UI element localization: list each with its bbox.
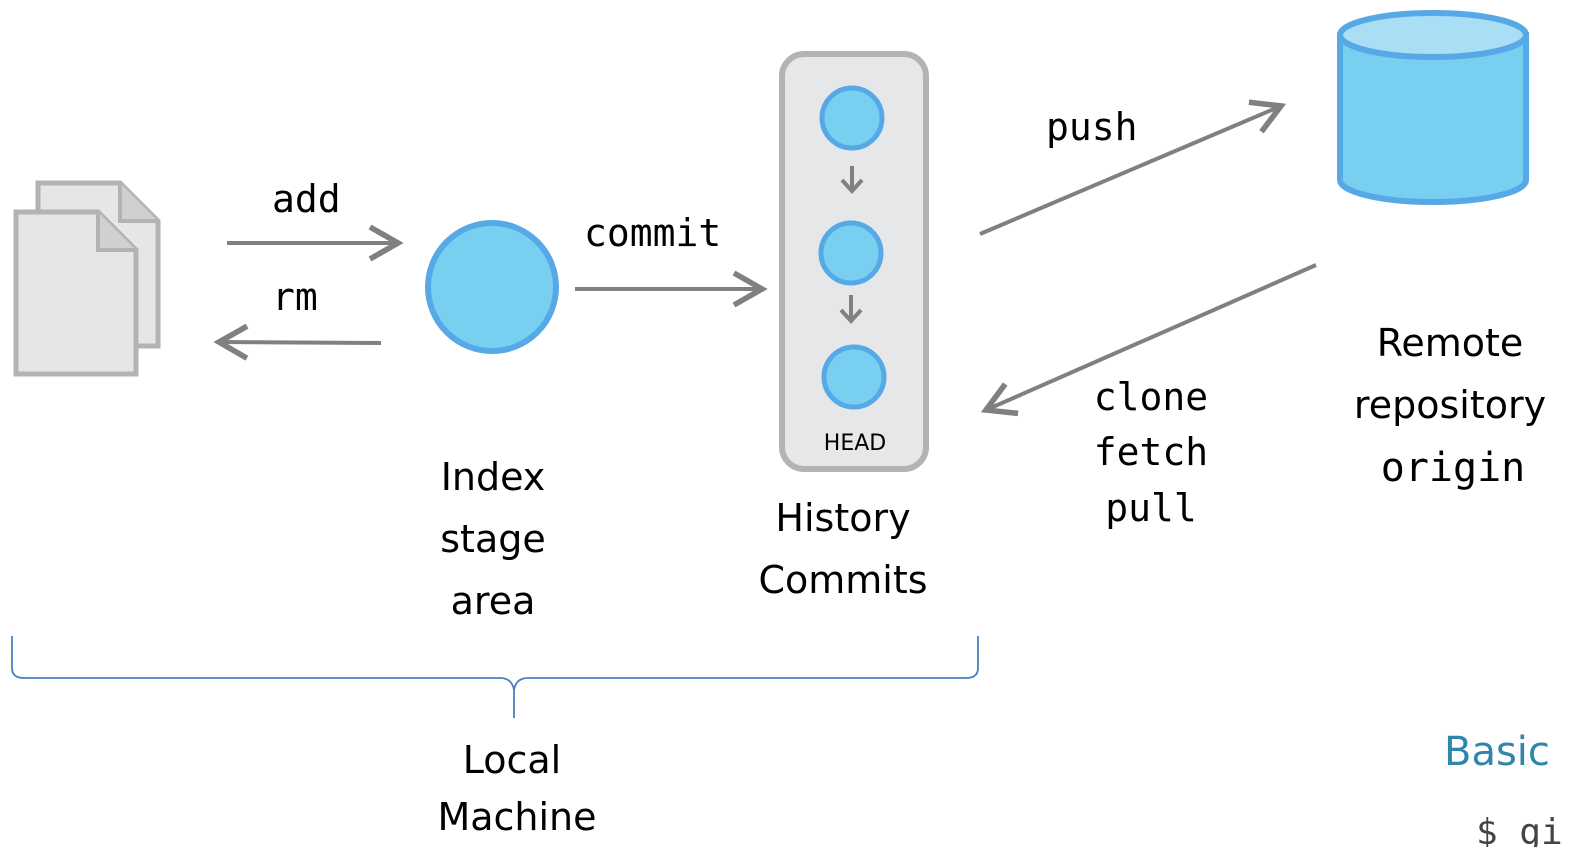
rm-label: rm	[272, 275, 318, 319]
index-caption-line1: Index	[441, 455, 546, 499]
history-box: HEAD	[779, 51, 929, 472]
rm-arrow	[213, 323, 382, 361]
fetch-label: fetch	[1094, 430, 1208, 474]
commit-node-3	[821, 344, 887, 410]
index-caption-line2: stage	[440, 517, 545, 561]
pull-label: pull	[1105, 486, 1197, 530]
database-icon	[1337, 10, 1529, 205]
commit-node-2	[818, 220, 884, 286]
push-label: push	[1046, 105, 1138, 149]
working-files-icon	[13, 180, 161, 377]
remote-name-label: origin	[1381, 445, 1526, 491]
push-arrow	[979, 99, 1287, 236]
index-node	[425, 220, 559, 354]
commit-label: commit	[584, 211, 721, 255]
pull-arrow	[980, 263, 1317, 417]
local-machine-brace	[11, 636, 979, 718]
add-label: add	[272, 177, 341, 221]
command-snippet: $ gi	[1476, 812, 1563, 847]
section-title: Basic	[1444, 729, 1550, 775]
commit-node-1	[819, 85, 885, 151]
history-caption-line2: Commits	[758, 558, 927, 602]
remote-caption-line1: Remote	[1377, 321, 1524, 365]
local-caption-line1: Local	[463, 738, 562, 782]
index-caption-line3: area	[451, 579, 536, 623]
down-arrow-icon	[839, 166, 864, 324]
clone-label: clone	[1094, 375, 1208, 419]
local-caption-line2: Machine	[437, 795, 596, 839]
history-caption-line1: History	[775, 496, 910, 540]
head-label: HEAD	[824, 431, 886, 456]
remote-caption-line2: repository	[1354, 383, 1546, 427]
